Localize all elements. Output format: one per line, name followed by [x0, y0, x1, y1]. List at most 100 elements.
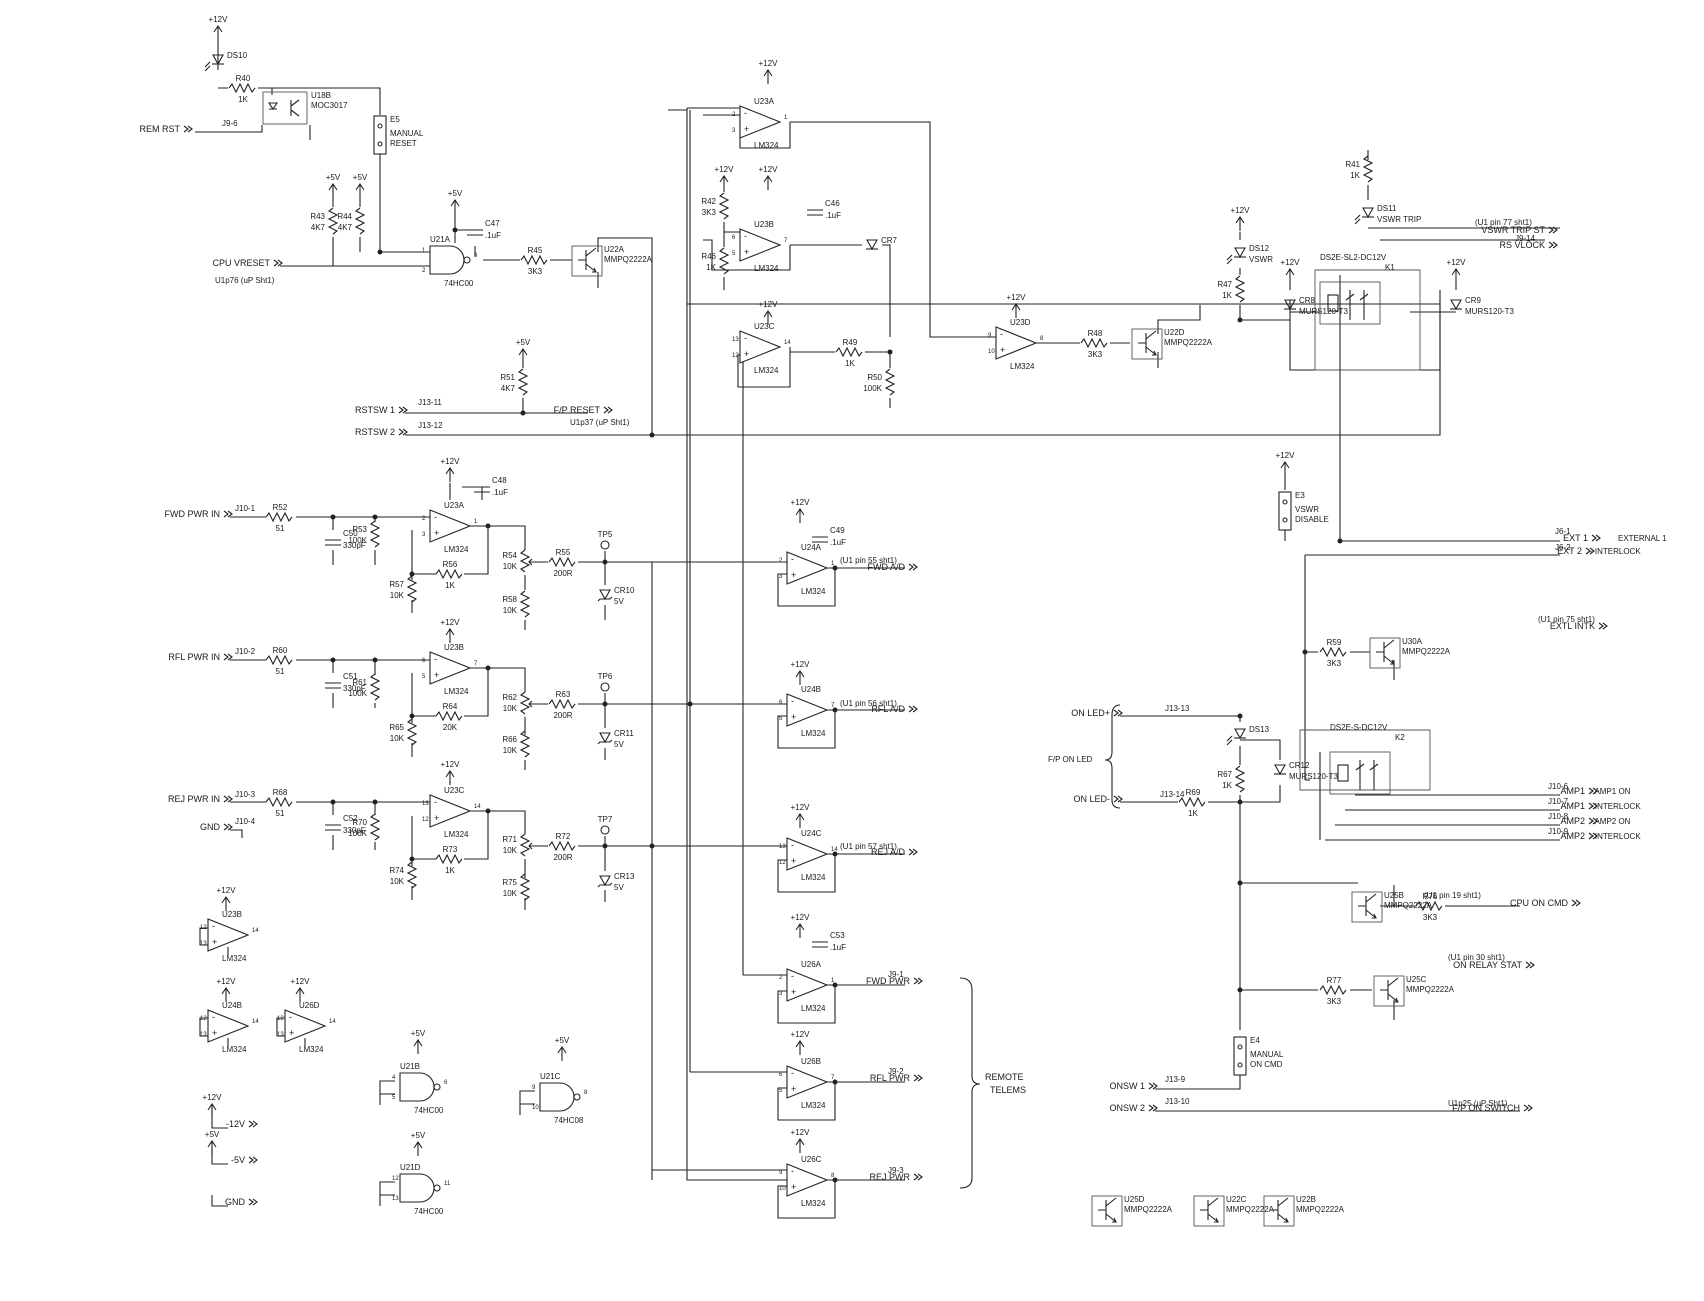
diode-ref: CR8: [1299, 296, 1316, 305]
pot-ref: R54: [502, 551, 517, 560]
port-fwd-pwr-pin: J9-1: [888, 970, 904, 979]
opamp-pin-out: 1: [831, 561, 835, 567]
resistor-value: 4K7: [338, 223, 353, 232]
opamp-pin-a: 6: [732, 235, 736, 241]
opamp-plus: +: [1000, 345, 1005, 355]
capacitor-value: .1uF: [492, 488, 508, 497]
gate-part: 74HC00: [444, 279, 474, 288]
opamp-pin-b: 5: [779, 1088, 783, 1094]
port-annotation: EXTERNAL 1: [1618, 534, 1667, 543]
port-supply-12: -12V: [226, 1119, 258, 1129]
port-label: RSTSW 1: [355, 405, 395, 415]
wiring: [195, 40, 1560, 1219]
relay-ref: K1: [1385, 263, 1395, 272]
opamp-pin-out: 7: [784, 238, 788, 244]
opamp-plus: +: [744, 247, 749, 257]
port-label: ON LED+: [1071, 708, 1110, 718]
jumper-label: RESET: [390, 139, 417, 148]
opamp-pin-b: 5: [779, 716, 783, 722]
power-rail-p12-in3: +12V: [441, 760, 460, 785]
port-label: CPU ON CMD: [1510, 898, 1568, 908]
gate-pin-out: 3: [474, 253, 478, 259]
port-annotation: J9-3: [888, 1166, 904, 1175]
gate-part: 74HC00: [414, 1106, 444, 1115]
opamp-pin-a: 6: [779, 1072, 783, 1078]
port-annotation: J6-2: [1555, 543, 1571, 552]
opamp-pin-a: 13: [422, 801, 429, 807]
transistor-part: MMPQ2222A: [1384, 901, 1433, 910]
opamp-minus: -: [434, 512, 437, 522]
port-amp2b-pin: J10-9: [1548, 827, 1569, 836]
capacitor-value: .1uF: [830, 943, 846, 952]
port-rej-pwr-in-pin: J10-3: [235, 790, 256, 799]
opamp-plus: +: [212, 1028, 217, 1038]
capacitor-c46: C46.1uF: [807, 199, 841, 220]
port-annotation: J13-11: [418, 398, 442, 407]
test-point-ref: TP7: [598, 815, 613, 824]
power-rail-p12-cr8: +12V: [1281, 258, 1300, 283]
port-label: CPU VRESET: [212, 258, 270, 268]
opamp-part: LM324: [1010, 362, 1035, 371]
resistor-ref: R70: [352, 818, 367, 827]
opamp-pin-b: 10: [779, 1186, 786, 1192]
port-gnd-j10-pin: J10-4: [235, 817, 256, 826]
opamp-minus: -: [744, 333, 747, 343]
port-annotation: - INTERLOCK: [1590, 547, 1641, 556]
transistor-part: MMPQ2222A: [604, 255, 653, 264]
opamp-plus: +: [791, 1182, 796, 1192]
remote-telems-label-2: TELEMS: [990, 1085, 1026, 1095]
rail-label: +5V: [411, 1029, 426, 1038]
gate-pin-b: 13: [392, 1196, 399, 1202]
opamp-part: LM324: [754, 366, 779, 375]
port-annotation: (U1 pin 56 sht1): [840, 699, 897, 708]
opamp-ref: U24C: [801, 829, 822, 838]
power-rail-p12-sup: +12V: [203, 1093, 222, 1118]
opamp-ref: U23B: [222, 910, 242, 919]
jumper-ref: E5: [390, 115, 400, 124]
port-label: EXTL INTK: [1550, 621, 1595, 631]
resistor-ref: R77: [1327, 976, 1342, 985]
resistor-value: 3K3: [528, 267, 543, 276]
resistor-ref: R59: [1327, 638, 1342, 647]
opamp-plus: +: [791, 856, 796, 866]
opamp-minus: -: [791, 971, 794, 981]
power-rail-p12-s2: +12V: [217, 977, 236, 1002]
port-annotation: (U1 pin 55 sht1): [840, 556, 897, 565]
resistor-value: 10K: [503, 606, 518, 615]
transistor-part: MMPQ2222A: [1402, 647, 1451, 656]
opamp-minus: -: [791, 554, 794, 564]
opamp-plus: +: [791, 987, 796, 997]
opamp-part: LM324: [754, 141, 779, 150]
relay-ref: K2: [1395, 733, 1405, 742]
port-annotation: J10-8: [1548, 812, 1569, 821]
opamp-pin-a: 12: [200, 1016, 207, 1022]
opamp-minus: -: [212, 1012, 215, 1022]
port-label: REJ PWR: [870, 1172, 911, 1182]
logic-gates: U21A74HC00123U21B74HC00456U21C74HC089108…: [392, 235, 588, 1216]
opamp-pin-b: 3: [779, 991, 783, 997]
resistor-ref: R40: [236, 74, 251, 83]
gate-pin-a: 4: [392, 1075, 396, 1081]
port-rem-rst-pin: J9-6: [222, 119, 238, 128]
gate-ref: U21A: [430, 235, 451, 244]
port-rfl-ad: RFL A/D: [871, 704, 918, 714]
port-annotation: (U1 pin 75 sht1): [1538, 615, 1595, 624]
resistor-value: 3K3: [1088, 350, 1103, 359]
relay-part: DS2E-S-DC12V: [1330, 723, 1388, 732]
opamp-minus: -: [791, 1068, 794, 1078]
test-point-ref: TP6: [598, 672, 613, 681]
